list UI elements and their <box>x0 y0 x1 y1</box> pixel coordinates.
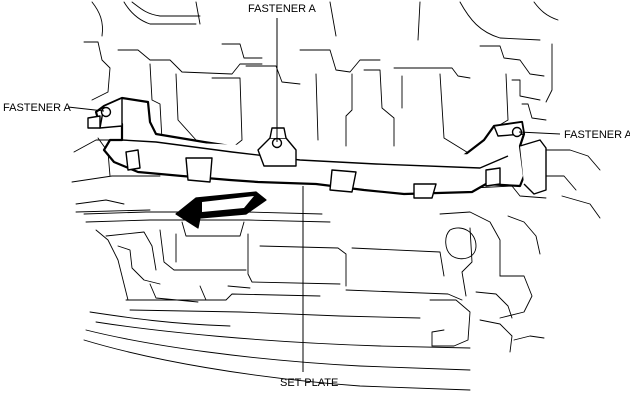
callout-fastener-right: FASTENER A <box>518 129 630 141</box>
callout-fastener-left: FASTENER A <box>3 102 105 114</box>
removal-direction-arrow-icon <box>175 191 267 229</box>
callout-set-plate: SET PLATE <box>280 186 338 389</box>
callout-fastener-top: FASTENER A <box>248 3 317 142</box>
fastener-right-label: FASTENER A <box>564 129 630 141</box>
fastener-top-label: FASTENER A <box>248 3 317 15</box>
fastener-left-label: FASTENER A <box>3 102 72 114</box>
background-upper-structure <box>71 1 601 219</box>
fastener-left-icon <box>100 106 112 118</box>
background-lower-structure <box>83 211 545 391</box>
set-plate-part <box>87 96 547 199</box>
set-plate-label: SET PLATE <box>280 377 338 389</box>
